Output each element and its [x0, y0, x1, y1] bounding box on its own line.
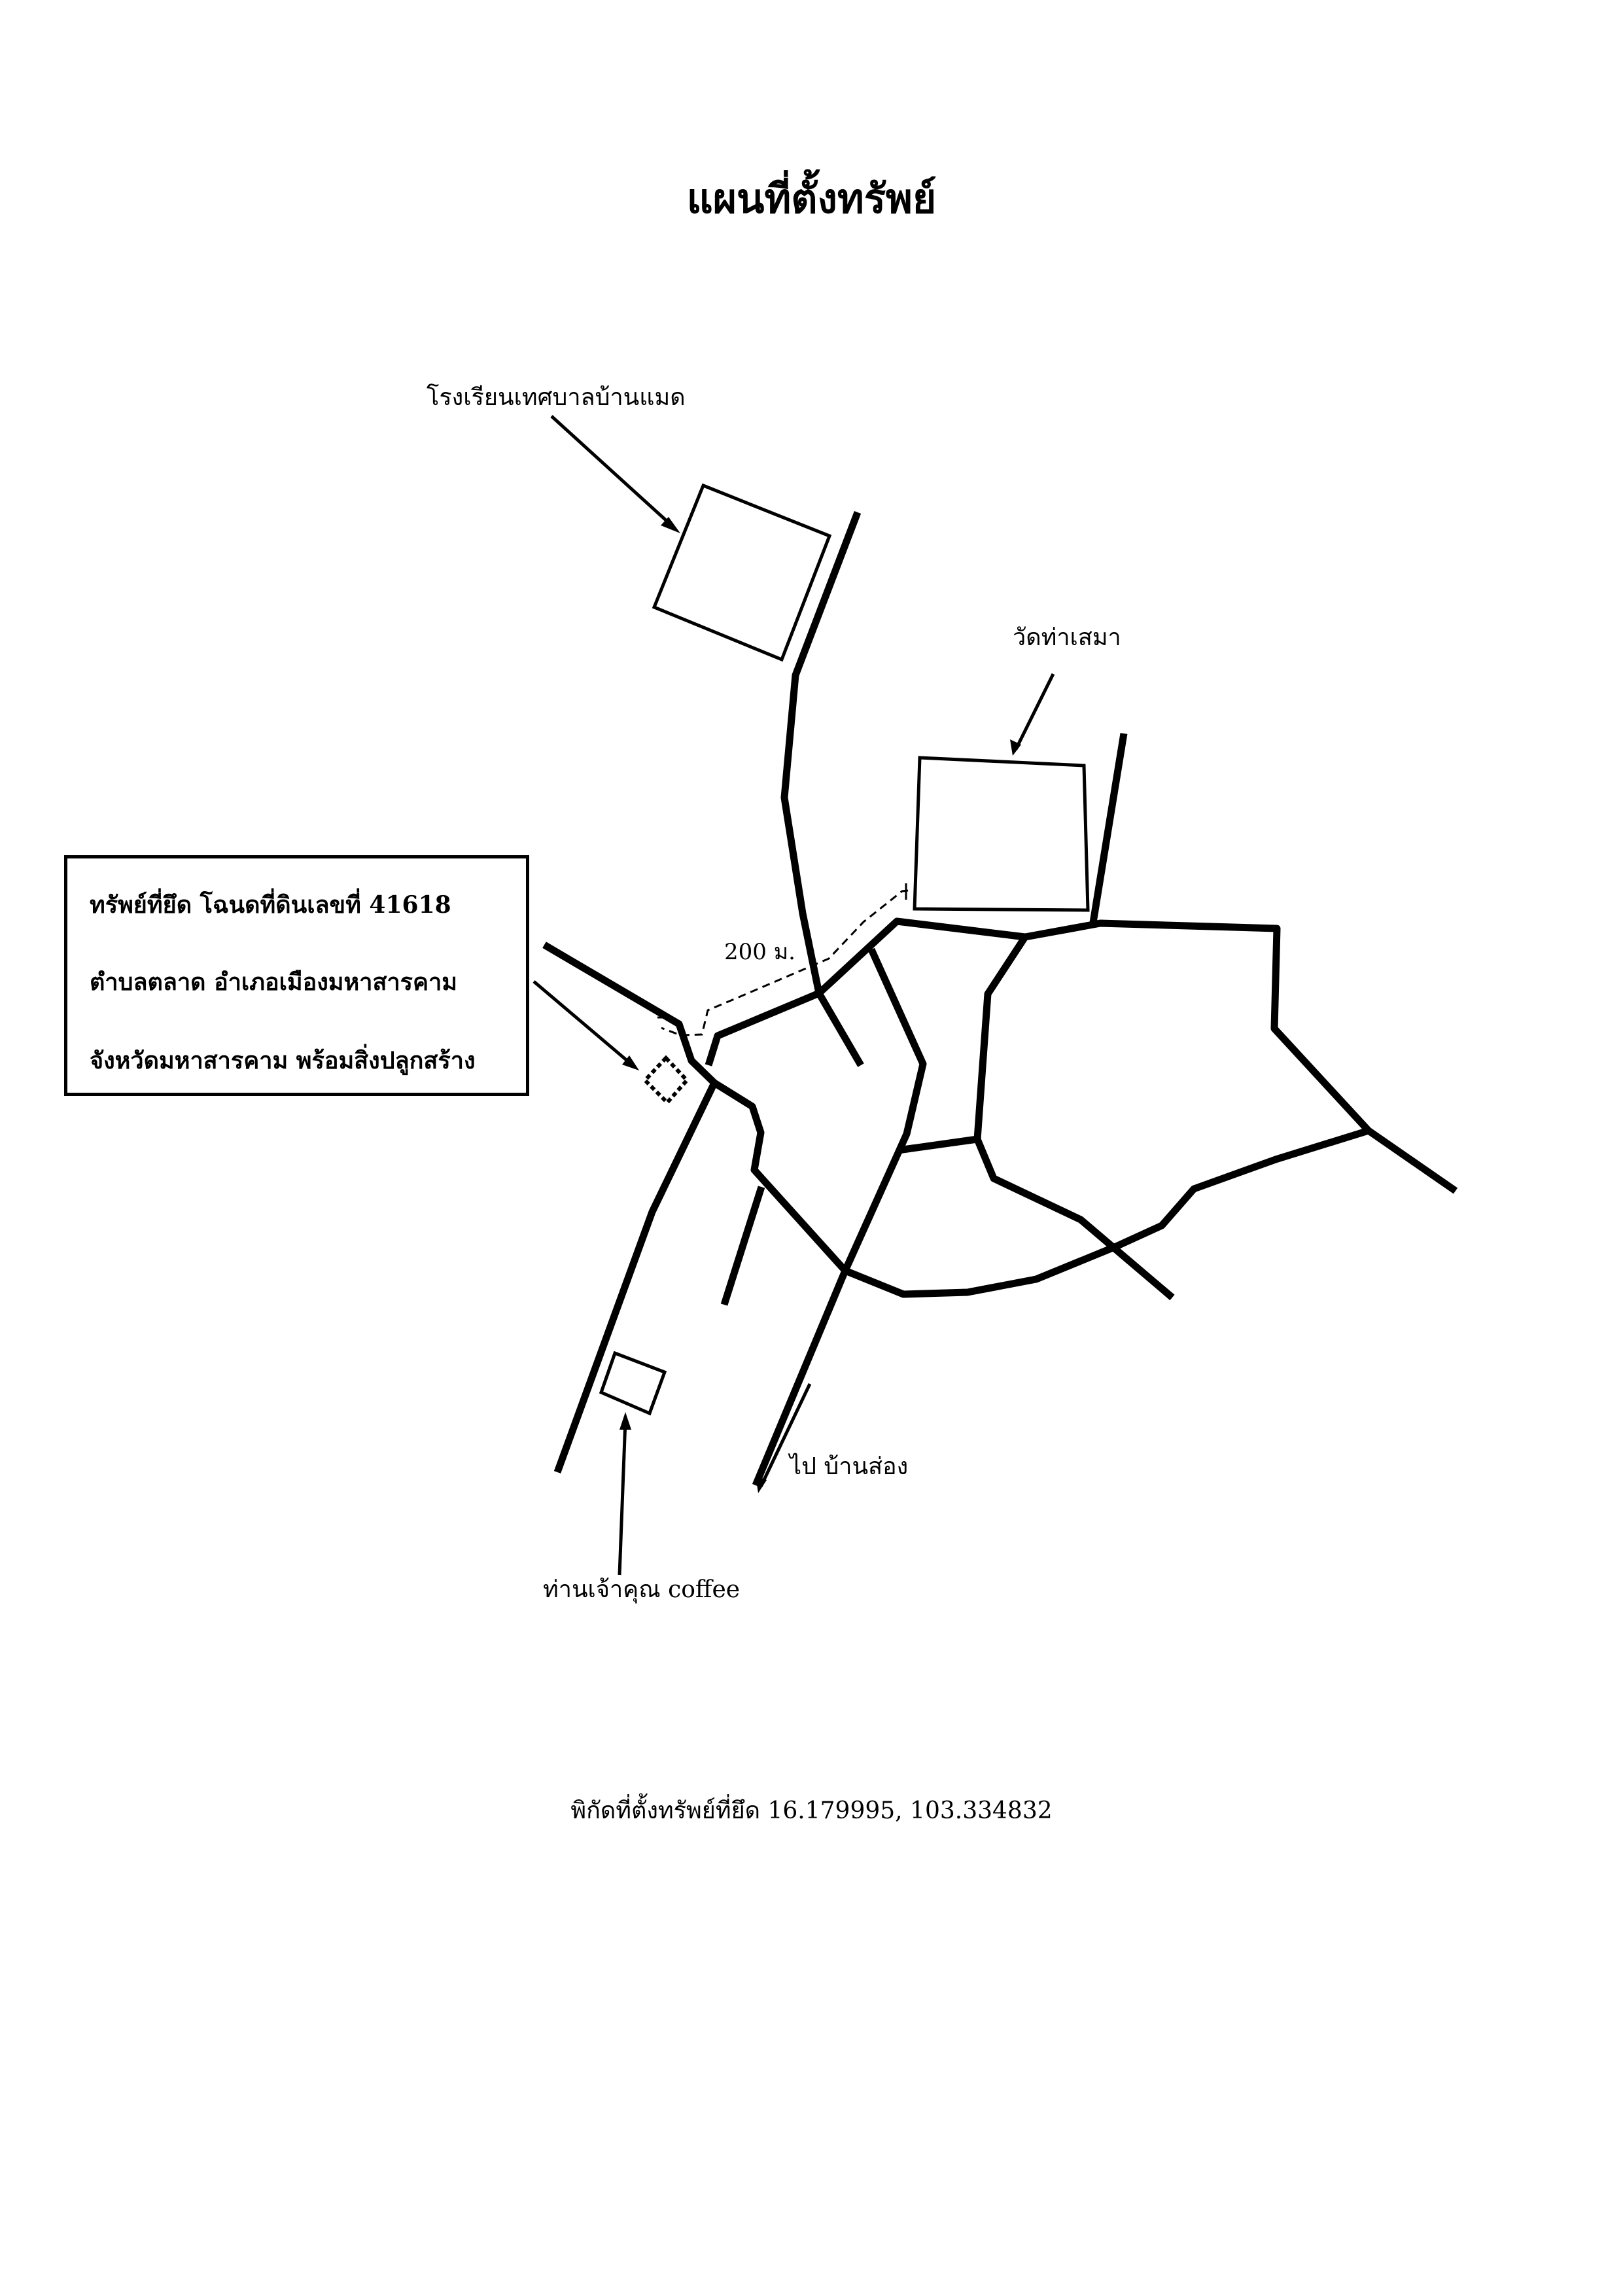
road-ban-song [752, 947, 927, 1487]
road-northeast [1089, 733, 1128, 923]
road-northwest [542, 942, 848, 1273]
cafe-pointer [618, 1419, 627, 1576]
property-info-line1: ทรัพย์ที่ยึด โฉนดที่ดินเลขที่ 41618 [90, 891, 451, 919]
direction-arrowhead [756, 1475, 767, 1493]
road-north [780, 511, 864, 1067]
road-connector-west [705, 917, 1458, 1194]
road-southwest-long [553, 1081, 718, 1474]
property-info-line2: ตำบลตลาด อำเภอเมืองมหาสารคาม [90, 968, 458, 996]
temple-pointer [1014, 673, 1055, 751]
property-plot [642, 1055, 690, 1106]
direction-label: ไป บ้านส่อง [790, 1453, 909, 1480]
road-south-curve [843, 1243, 1118, 1298]
road-short-south [720, 1186, 765, 1306]
road-east-curve [1114, 1127, 1370, 1250]
direction-arrow [759, 1383, 812, 1488]
temple-building [913, 756, 1090, 912]
distance-label: 200 ม. [724, 939, 795, 965]
distance-path [661, 889, 909, 1036]
school-label: โรงเรียนเทศบาลบ้านแมด [427, 384, 686, 411]
property-pointer [532, 980, 634, 1067]
coordinates-text: พิกัดที่ตั้งทรัพย์ที่ยึด 16.179995, 103.… [570, 1797, 1053, 1824]
road-inner-link [898, 1135, 978, 1154]
property-info-box: ทรัพย์ที่ยึด โฉนดที่ดินเลขที่ 41618 ตำบล… [64, 855, 529, 1096]
property-info-line3: จังหวัดมหาสารคาม พร้อมสิ่งปลูกสร้าง [90, 1047, 476, 1074]
cafe-building [599, 1351, 667, 1416]
map-title: แผนที่ตั้งทรัพย์ [686, 175, 937, 222]
cafe-arrowhead [620, 1412, 631, 1430]
school-building [652, 483, 832, 662]
property-arrowhead [622, 1055, 639, 1070]
school-pointer [550, 415, 675, 529]
temple-label: วัดท่าเสมา [1013, 624, 1121, 651]
school-arrowhead [661, 517, 680, 533]
road-inner-east [973, 934, 1175, 1301]
cafe-label: ท่านเจ้าคุณ coffee [543, 1576, 741, 1603]
temple-arrowhead [1010, 739, 1021, 756]
